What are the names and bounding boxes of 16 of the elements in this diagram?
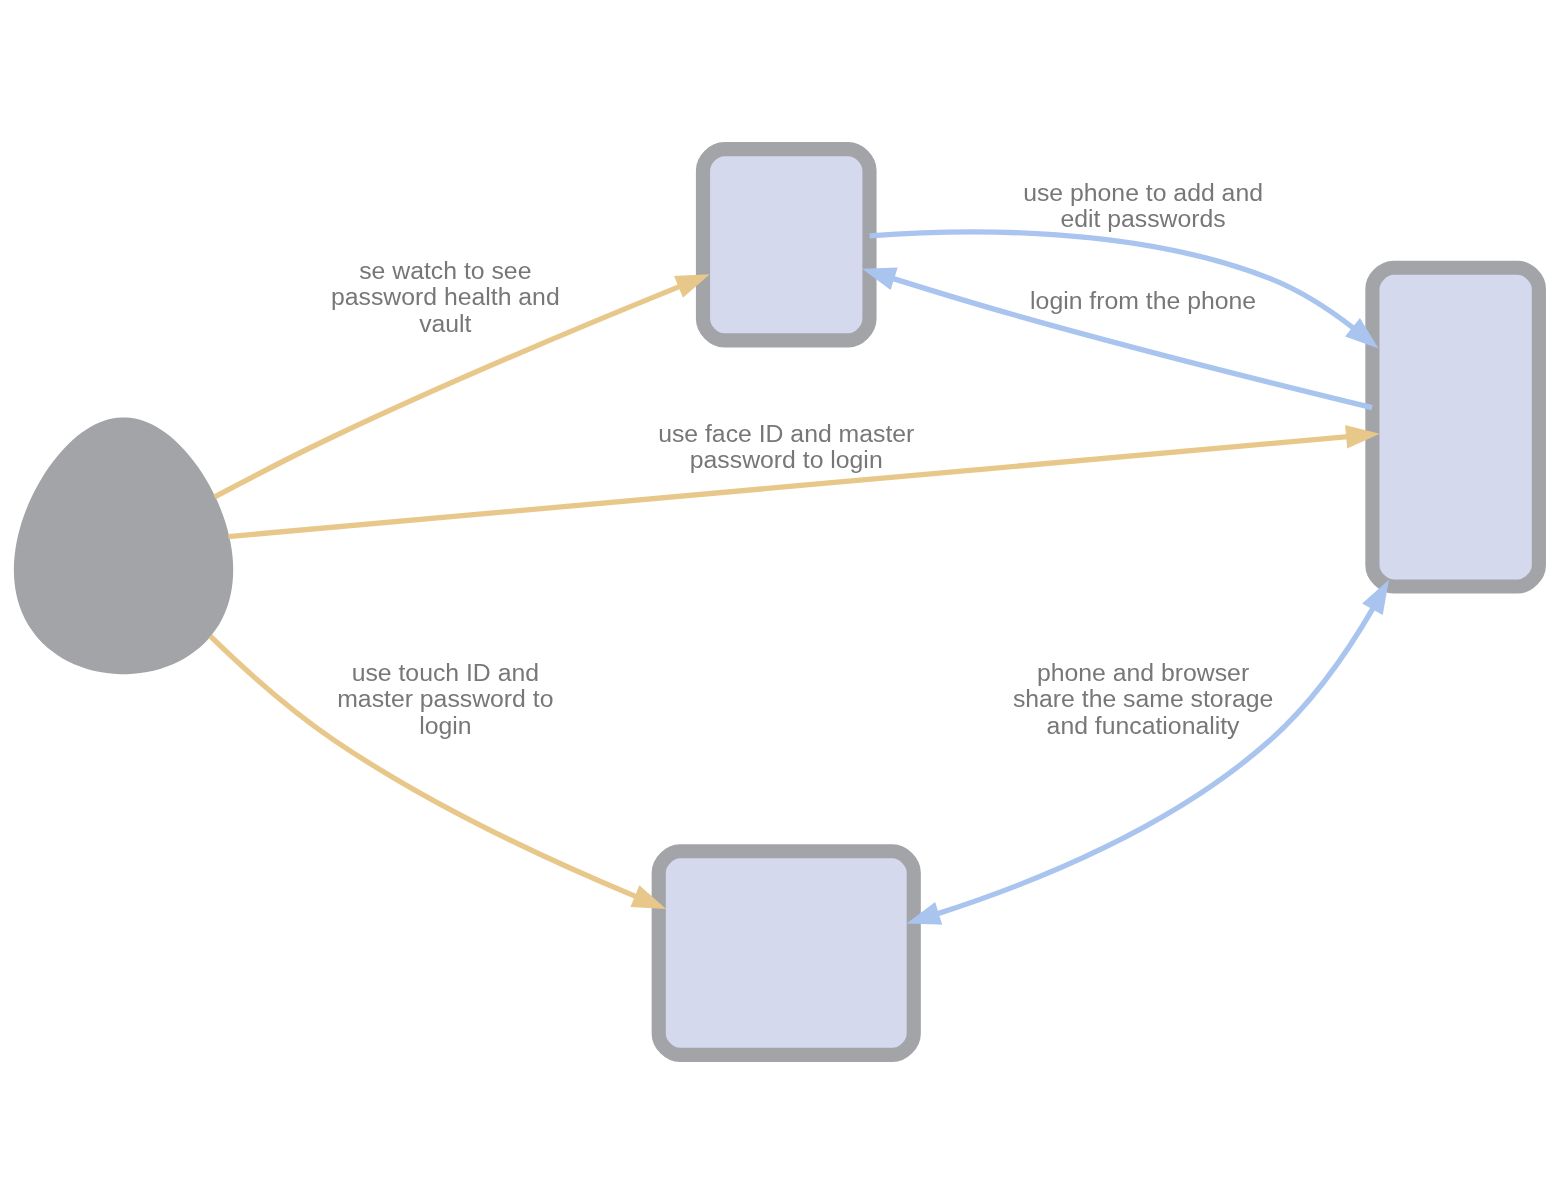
edge-label: login from the phone <box>1030 286 1257 314</box>
node-phone <box>1365 260 1546 594</box>
edge-label: use touch ID and master password to login <box>337 658 554 739</box>
arrow <box>906 579 1389 925</box>
edge-label: se watch to see password health and vault <box>330 256 560 337</box>
arrow <box>228 425 1380 540</box>
node-person <box>13 417 234 675</box>
arrow <box>208 634 667 909</box>
edge-label: use phone to add and edit passwords <box>1023 178 1263 233</box>
arrow <box>862 267 1373 411</box>
arrow <box>213 274 710 500</box>
edge-label: phone and browser share the same storage and funcationality <box>1012 658 1274 739</box>
arrow <box>869 229 1379 349</box>
edge-label: use face ID and master password to login <box>658 419 915 474</box>
node-watch <box>695 142 877 348</box>
node-window <box>651 844 921 1062</box>
